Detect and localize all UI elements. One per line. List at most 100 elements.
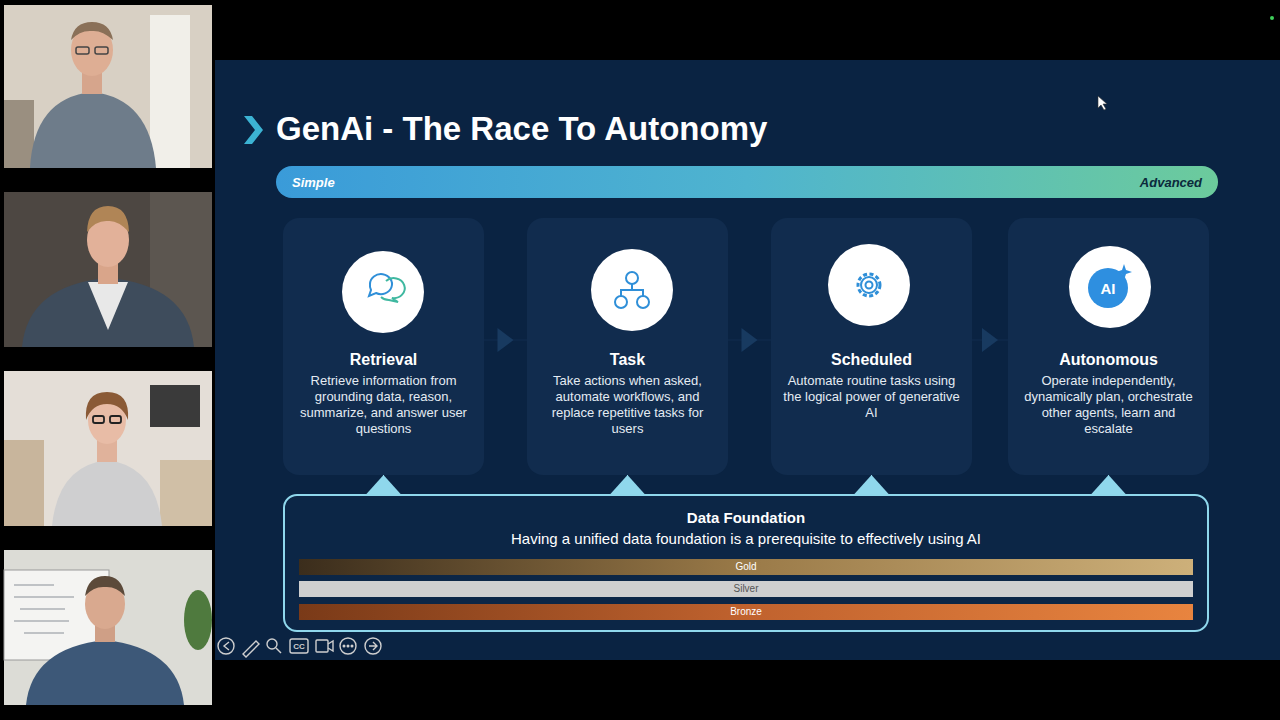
arrow-head [610, 475, 646, 495]
title-chevron [244, 116, 263, 144]
gear-icon [828, 244, 910, 326]
card-description: Retrieve information from grounding data… [295, 373, 472, 437]
icon-circle [591, 249, 673, 331]
arrow-head [366, 475, 402, 495]
tier-label: Gold [735, 561, 756, 573]
more-dot [347, 645, 349, 647]
workflow-lines [621, 284, 643, 296]
person-hair [71, 22, 113, 40]
card-heading: Scheduled [783, 350, 960, 370]
stage-card: AutonomousOperate independently, dynamic… [1008, 218, 1209, 475]
slide-title: GenAi - The Race To Autonomy [276, 108, 767, 150]
card-description: Automate routine tasks using the logical… [783, 373, 960, 421]
card-description: Take actions when asked, automate workfl… [539, 373, 716, 437]
furniture [4, 440, 44, 526]
whiteboard-scribbles [14, 585, 74, 633]
workflow-node [626, 272, 638, 284]
camera-icon [328, 641, 333, 651]
status-dot [1270, 16, 1274, 20]
zoom-icon [276, 648, 281, 653]
wall-screen [150, 385, 200, 427]
connector [366, 475, 402, 495]
tier-label: Bronze [730, 606, 762, 618]
video-tile [4, 371, 212, 526]
camera-icon [316, 640, 328, 652]
connector [610, 475, 646, 495]
icon-circle [342, 251, 424, 333]
forward-arrow-icon [369, 642, 377, 650]
glasses [95, 47, 108, 54]
slide-background [215, 60, 1280, 660]
stage-card: ScheduledAutomate routine tasks using th… [771, 218, 972, 475]
connector [1091, 475, 1127, 495]
glasses [76, 47, 89, 54]
connector [854, 475, 890, 495]
tile-background [4, 371, 212, 526]
tier-band: Silver [299, 581, 1193, 597]
glasses [93, 416, 104, 423]
chair [4, 100, 34, 168]
gear-ring [861, 277, 877, 293]
person-body [30, 92, 156, 168]
card-heading: Autonomous [1020, 350, 1197, 370]
plant [184, 590, 212, 650]
chat-bubble [381, 278, 405, 302]
toolbar-button [218, 638, 234, 654]
stage-card: RetrievalRetrieve information from groun… [283, 218, 484, 475]
toolbar-label: CC [293, 642, 305, 651]
tier-band: Gold [299, 559, 1193, 575]
card-description: Operate independently, dynamically plan,… [1020, 373, 1197, 437]
complexity-scale-bar: Simple Advanced [276, 166, 1218, 198]
tier-band: Bronze [299, 604, 1193, 620]
connector [972, 328, 1008, 352]
foundation-box: Data FoundationHaving a unified data fou… [283, 494, 1209, 632]
box-heading: Data Foundation [297, 509, 1195, 527]
more-dot [343, 645, 345, 647]
scale-label: Simple [292, 175, 335, 190]
gear-hub [866, 282, 873, 289]
tile-background [4, 550, 212, 705]
scale-label: Advanced [1140, 175, 1202, 190]
person-body [52, 460, 162, 526]
ai-badge [1088, 268, 1128, 308]
icon-circle [1069, 246, 1151, 328]
person-hair [85, 576, 125, 596]
person-hair [86, 392, 128, 420]
door [150, 15, 190, 168]
shirt [88, 282, 128, 330]
toolbar-button [340, 638, 356, 654]
tile-background [4, 192, 212, 347]
box-subtitle: Having a unified data foundation is a pr… [297, 529, 1195, 549]
connector [484, 328, 527, 352]
chat-bubble [369, 274, 392, 296]
video-tile [4, 192, 212, 347]
tier-label: Silver [733, 583, 758, 595]
tile-background [4, 5, 212, 168]
arrow-head [982, 328, 998, 352]
arrow-head [498, 328, 514, 352]
workflow-node [637, 296, 649, 308]
captions-icon [290, 639, 308, 653]
icon-circle [828, 244, 910, 326]
mouse-cursor [1098, 96, 1107, 110]
video-tile [4, 550, 212, 705]
card-heading: Task [539, 350, 716, 370]
sparkle [1116, 264, 1132, 280]
stage-card: TaskTake actions when asked, automate wo… [527, 218, 728, 475]
more-dot [351, 645, 353, 647]
connector [728, 328, 771, 352]
toolbar-button [365, 638, 381, 654]
workflow-icon [591, 249, 673, 331]
arrow-head [854, 475, 890, 495]
pen-icon [243, 641, 259, 657]
person-body [26, 640, 184, 705]
arrow-head [742, 328, 758, 352]
video-tile [4, 5, 212, 168]
person-hair [87, 206, 129, 232]
card-heading: Retrieval [295, 350, 472, 370]
chat-icon [342, 251, 424, 333]
person-body [22, 278, 194, 347]
zoom-icon [267, 639, 277, 649]
gear-teeth [858, 274, 880, 296]
